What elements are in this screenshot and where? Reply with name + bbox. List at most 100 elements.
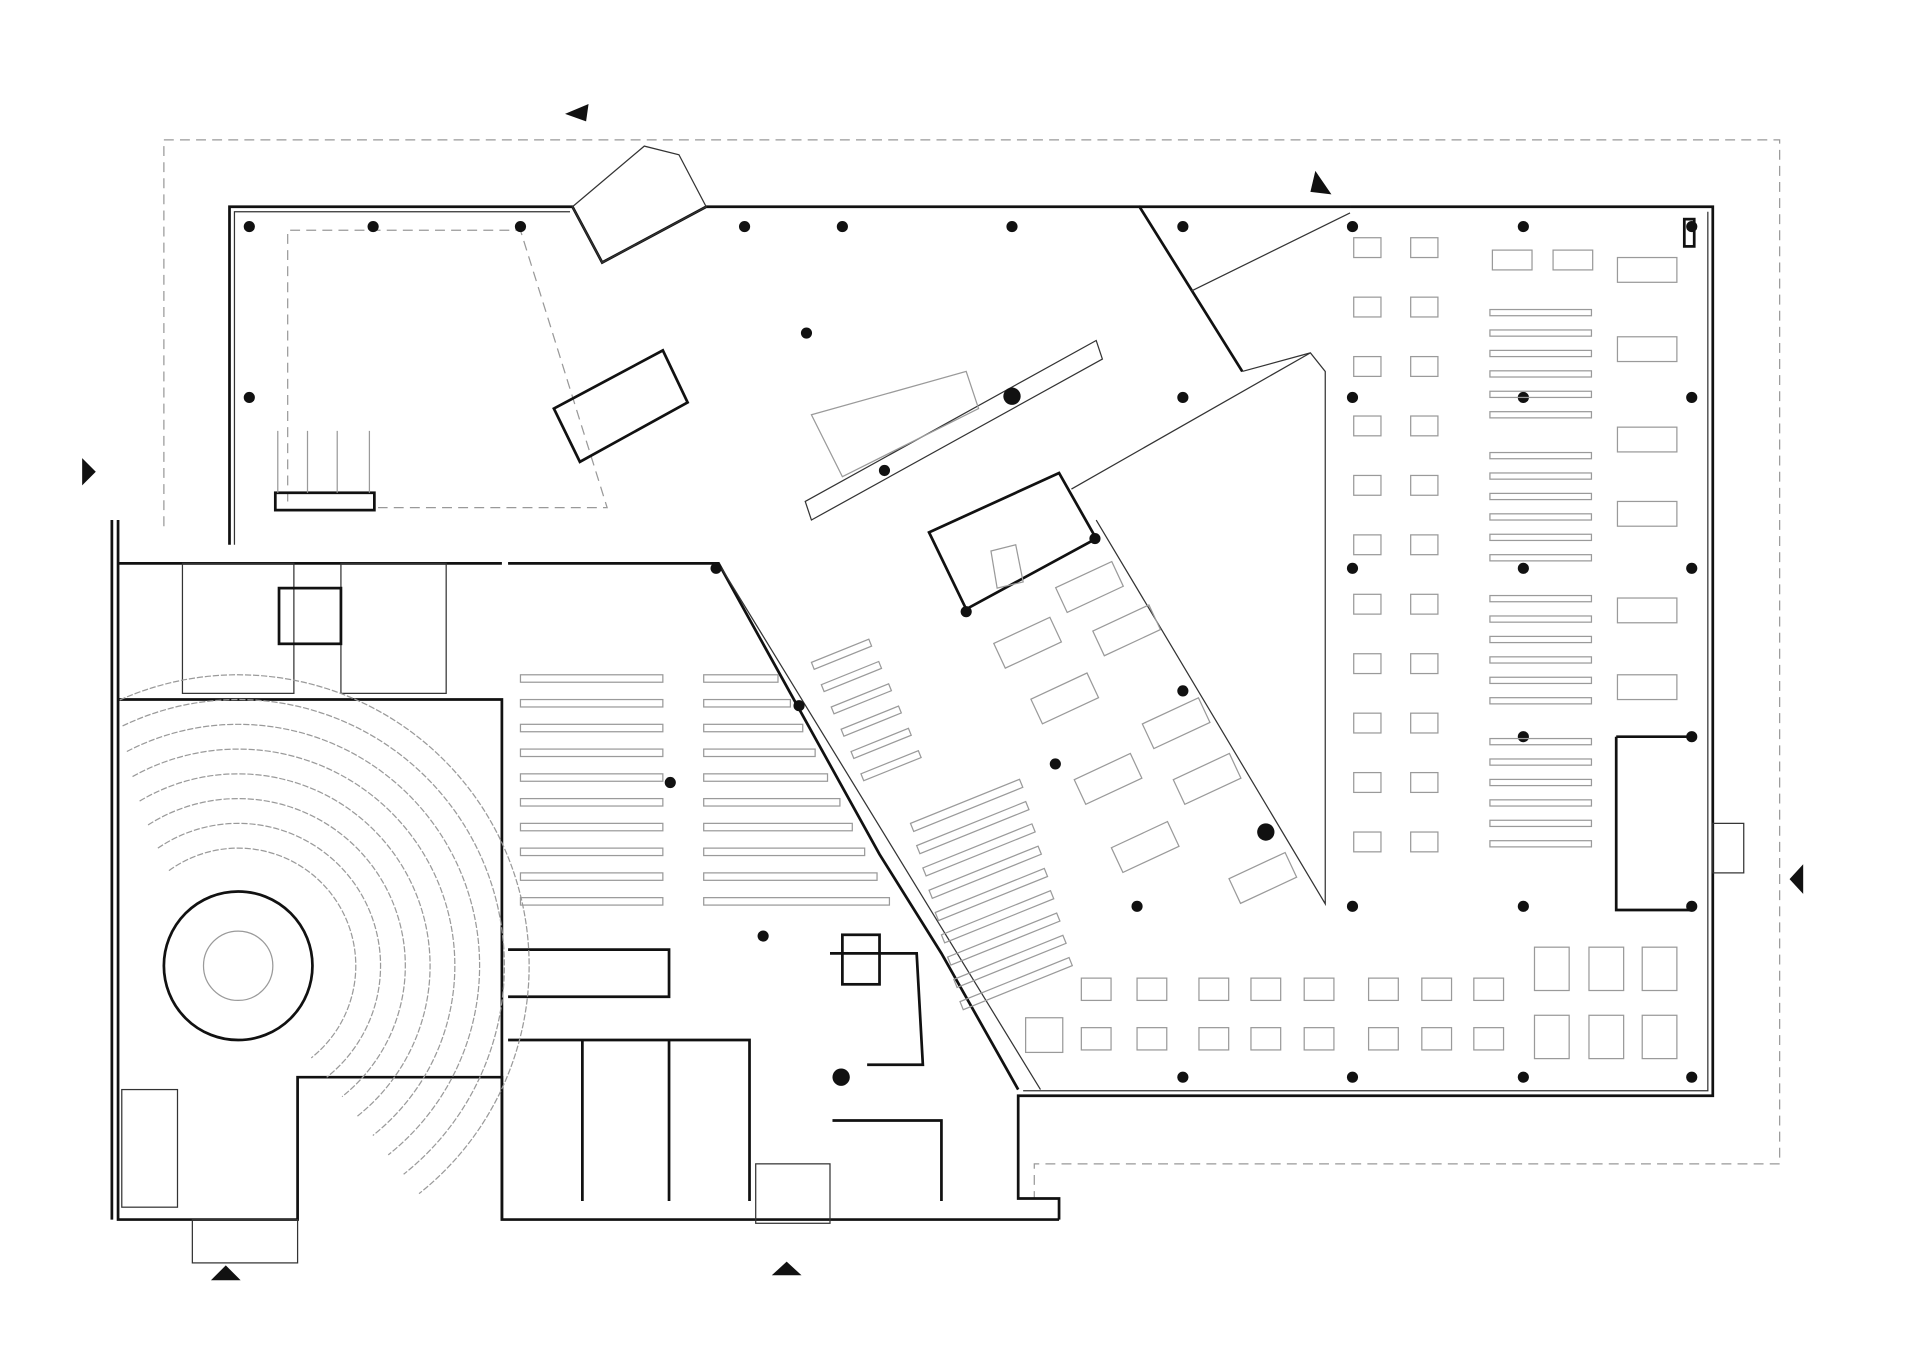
desk-row bbox=[519, 847, 664, 857]
bookshelf bbox=[830, 682, 893, 715]
study-table bbox=[1353, 534, 1382, 556]
column bbox=[1686, 731, 1698, 743]
study-table bbox=[1473, 977, 1505, 1002]
bookshelf bbox=[1489, 697, 1593, 705]
study-table bbox=[1353, 355, 1382, 378]
column bbox=[243, 391, 255, 404]
bookshelf bbox=[940, 889, 1055, 944]
study-table bbox=[1303, 977, 1335, 1002]
column bbox=[1177, 1071, 1189, 1083]
study-table bbox=[1228, 851, 1298, 905]
site-boundary bbox=[163, 139, 1781, 1199]
bookshelf bbox=[1489, 411, 1593, 419]
structural-columns bbox=[243, 221, 1698, 1086]
column bbox=[514, 221, 527, 233]
desk-row bbox=[519, 797, 664, 807]
study-table bbox=[1641, 946, 1678, 992]
column bbox=[1346, 1071, 1359, 1083]
bookshelf bbox=[946, 912, 1061, 966]
desk-row bbox=[519, 897, 664, 906]
study-table bbox=[1533, 1014, 1570, 1060]
column bbox=[738, 221, 751, 233]
study-table bbox=[1353, 593, 1382, 615]
bookshelf bbox=[1489, 533, 1593, 542]
study-table bbox=[1353, 296, 1382, 318]
seat-row bbox=[126, 723, 481, 1156]
study-table bbox=[1588, 946, 1625, 992]
column bbox=[1006, 221, 1018, 233]
study-table bbox=[1353, 712, 1382, 734]
column bbox=[1517, 731, 1529, 743]
desk-row bbox=[519, 698, 664, 708]
bookshelf bbox=[1489, 615, 1593, 623]
desk-row bbox=[703, 847, 866, 857]
study-table bbox=[1410, 355, 1439, 378]
study-table bbox=[1073, 752, 1143, 806]
study-table bbox=[1353, 831, 1382, 853]
study-table bbox=[1353, 237, 1382, 259]
study-table bbox=[1616, 500, 1678, 527]
study-table bbox=[1410, 415, 1439, 437]
study-table bbox=[992, 616, 1063, 669]
column bbox=[1517, 1071, 1529, 1083]
desk-row bbox=[703, 773, 829, 782]
study-table bbox=[1616, 336, 1678, 363]
bookshelf bbox=[1489, 676, 1593, 685]
column bbox=[1346, 562, 1359, 574]
column bbox=[1131, 900, 1143, 912]
bookshelf bbox=[928, 845, 1043, 900]
column bbox=[243, 221, 255, 233]
bookshelf bbox=[1489, 594, 1593, 603]
column bbox=[878, 464, 891, 477]
bookshelf bbox=[1489, 472, 1593, 480]
entrance-arrow-icon bbox=[82, 458, 96, 486]
study-table bbox=[1367, 1027, 1399, 1051]
bookshelf bbox=[915, 800, 1030, 855]
study-table bbox=[1303, 1027, 1335, 1051]
study-table bbox=[1030, 672, 1100, 725]
bookshelf bbox=[1489, 308, 1593, 317]
bookshelf bbox=[860, 749, 922, 782]
column bbox=[1346, 221, 1359, 233]
column bbox=[1177, 685, 1189, 697]
study-table bbox=[1136, 1027, 1168, 1051]
column bbox=[1686, 391, 1698, 404]
study-table bbox=[1110, 820, 1180, 874]
study-table bbox=[1588, 1014, 1625, 1060]
desk-row bbox=[703, 748, 816, 758]
column bbox=[367, 221, 379, 233]
bookshelf bbox=[820, 660, 883, 693]
seat-row bbox=[122, 698, 505, 1175]
study-table bbox=[1616, 674, 1678, 701]
seat-row bbox=[132, 748, 456, 1136]
desk-row bbox=[703, 872, 878, 881]
study-table bbox=[1616, 597, 1678, 624]
upper-hall-walls bbox=[228, 145, 1745, 1220]
study-table bbox=[1491, 249, 1533, 271]
entrance-arrow-icon bbox=[771, 1261, 802, 1276]
bookshelf bbox=[1489, 840, 1593, 848]
seat-row bbox=[139, 773, 431, 1117]
column bbox=[1346, 391, 1359, 404]
column bbox=[1257, 823, 1275, 841]
bookshelf bbox=[1489, 737, 1593, 746]
entrance-markers bbox=[82, 104, 1804, 1281]
column bbox=[832, 1068, 850, 1086]
column bbox=[1686, 900, 1698, 912]
column bbox=[1003, 387, 1021, 405]
study-table bbox=[1250, 1027, 1282, 1051]
desk-row bbox=[703, 897, 891, 906]
bookshelf bbox=[840, 705, 903, 737]
bookshelf bbox=[922, 823, 1036, 877]
column bbox=[800, 327, 813, 339]
desk-row bbox=[519, 723, 664, 733]
entrance-arrow-icon bbox=[210, 1265, 241, 1281]
study-table bbox=[1410, 534, 1439, 556]
study-table bbox=[1410, 474, 1439, 496]
study-table bbox=[1136, 977, 1168, 1002]
atrium-void bbox=[273, 229, 1104, 521]
desk-row bbox=[703, 674, 779, 683]
column bbox=[1177, 391, 1189, 404]
study-table bbox=[1198, 1027, 1230, 1051]
column bbox=[1049, 758, 1061, 770]
